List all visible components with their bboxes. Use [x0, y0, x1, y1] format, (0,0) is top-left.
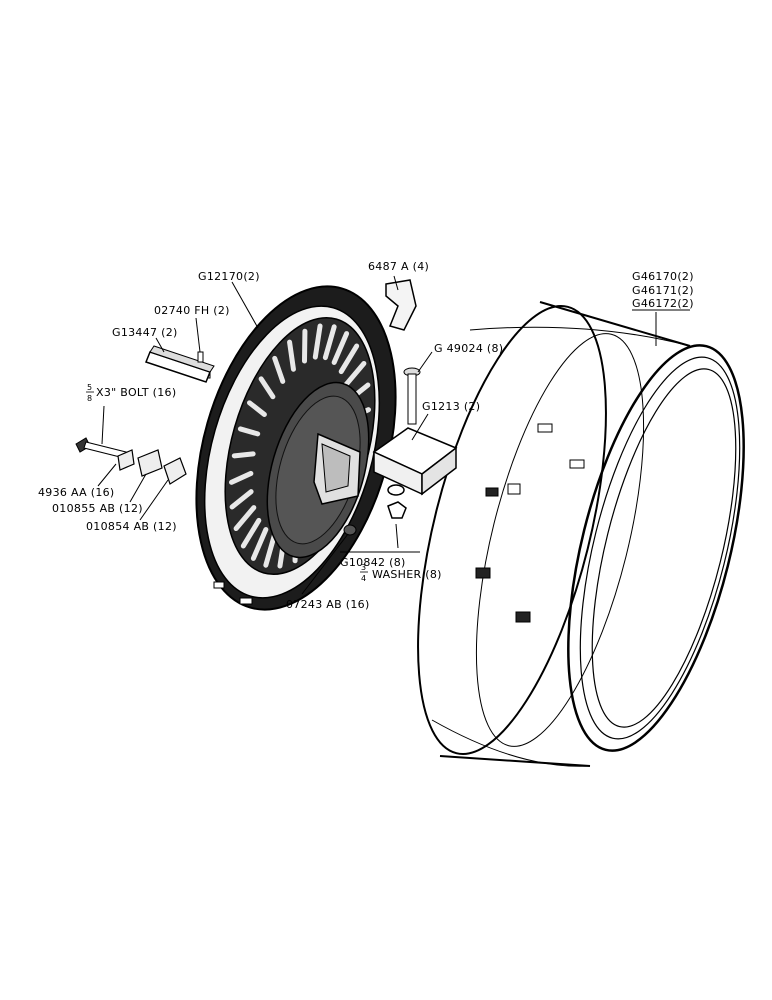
- clip-part: [385, 279, 417, 331]
- label-nut-4936: 4936 AA (16): [38, 486, 115, 499]
- label-rim-3: G46172(2): [632, 297, 694, 310]
- bolt-fraction-numerator: 5: [87, 383, 92, 392]
- nut-07243-part: [343, 524, 357, 536]
- wheel-rib: [322, 324, 337, 361]
- label-nut-07243: 07243 AB (16): [286, 598, 370, 611]
- label-plate-010855: 010855 AB (12): [52, 502, 143, 515]
- wheel-rib: [258, 376, 276, 400]
- label-clip: 6487 A (4): [368, 260, 429, 273]
- wheel-rib: [331, 331, 350, 365]
- nut-g10842-part: [387, 501, 407, 519]
- wheel-rib: [233, 505, 257, 532]
- wheel-rib: [272, 355, 286, 384]
- label-rim-1: G46170(2): [632, 270, 694, 283]
- wheel-rib: [312, 323, 323, 360]
- wheel-rib: [228, 470, 254, 485]
- nut-plate-part: [117, 449, 135, 471]
- wheel-rib: [263, 531, 278, 568]
- small-key-part: [197, 351, 204, 363]
- wheel-rib: [287, 339, 296, 372]
- long-bolt-part: [403, 367, 421, 425]
- label-washer: WASHER (8): [372, 568, 442, 581]
- wheel-rib: [343, 360, 367, 387]
- label-wheel-center: G12170(2): [198, 270, 260, 283]
- label-nut-g10842: G10842 (8): [340, 556, 406, 569]
- washer-fraction-denominator: 4: [361, 574, 366, 583]
- bolt-part: [75, 437, 127, 459]
- leader-lines: [86, 275, 690, 595]
- wheel-rib: [240, 517, 262, 549]
- wheel-rib: [247, 400, 267, 417]
- washer-part: [387, 484, 405, 496]
- key-bar-part: [145, 345, 215, 383]
- plate-010855-part: [137, 449, 163, 477]
- wheel-rib: [237, 426, 261, 437]
- rim-drawing: [417, 301, 745, 767]
- label-key-bar: G13447 (2): [112, 326, 178, 339]
- wheel-rib: [338, 343, 360, 375]
- wheel-rib: [229, 489, 254, 510]
- wheel-rib: [250, 527, 269, 561]
- label-block: G1213 (2): [422, 400, 480, 413]
- bolt-fraction-denominator: 8: [87, 394, 92, 403]
- label-key: 02740 FH (2): [154, 304, 230, 317]
- label-long-bolt: G 49024 (8): [434, 342, 503, 355]
- plate-010854-part: [163, 457, 187, 485]
- washer-fraction-numerator: 3: [361, 563, 366, 572]
- wheel-rib: [231, 451, 256, 459]
- label-plate-010854: 010854 AB (12): [86, 520, 177, 533]
- label-rim-2: G46171(2): [632, 284, 694, 297]
- label-bolt: X3" BOLT (16): [96, 386, 176, 399]
- block-part: [372, 427, 458, 496]
- wheel-center-disc: [195, 285, 397, 611]
